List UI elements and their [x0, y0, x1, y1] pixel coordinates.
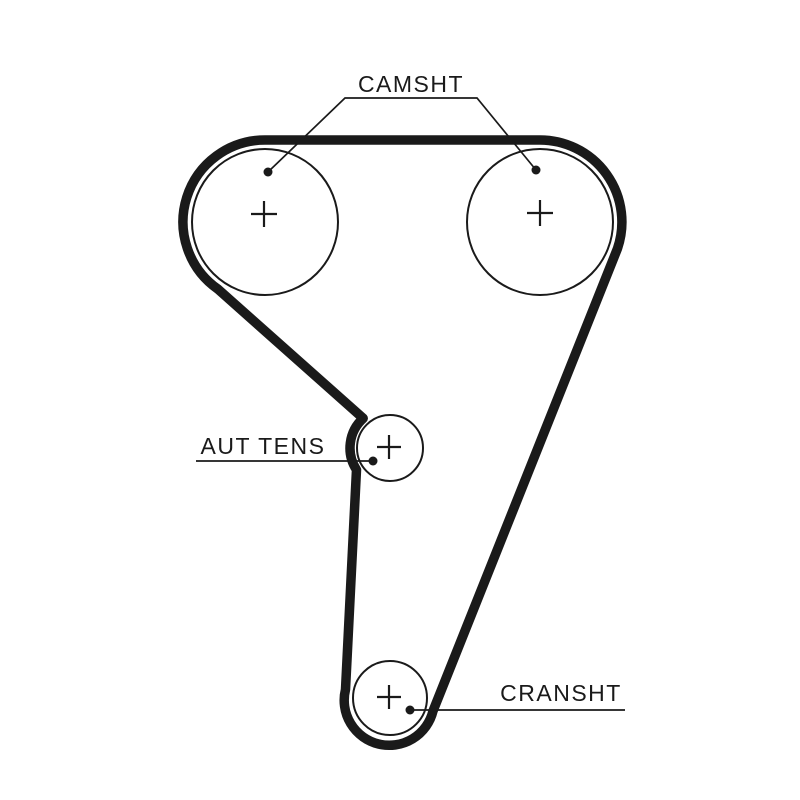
- crankshaft-leader-dot: [405, 705, 415, 715]
- camshaft-right-center-cross-marker: [527, 200, 553, 226]
- tensioner-pulley: [356, 414, 424, 482]
- camshaft-leader-dot-left: [263, 167, 273, 177]
- camshaft-left-center-cross-marker: [251, 201, 277, 227]
- crankshaft-label: CRANSHT: [500, 680, 622, 706]
- tensioner-label: AUT TENS: [201, 433, 326, 459]
- crankshaft-pulley: [352, 660, 428, 736]
- camshaft-pulley-right: [466, 148, 614, 296]
- camshaft-label: CAMSHT: [358, 71, 464, 97]
- camshaft-leader-line: [267, 97, 537, 173]
- tensioner-leader-dot: [368, 456, 378, 466]
- camshaft-pulley-left: [191, 148, 339, 296]
- camshaft-leader-dot-right: [531, 165, 541, 175]
- crankshaft-center-cross-marker: [377, 685, 401, 709]
- tensioner-center-cross-marker: [377, 435, 401, 459]
- timing-belt: [178, 135, 627, 751]
